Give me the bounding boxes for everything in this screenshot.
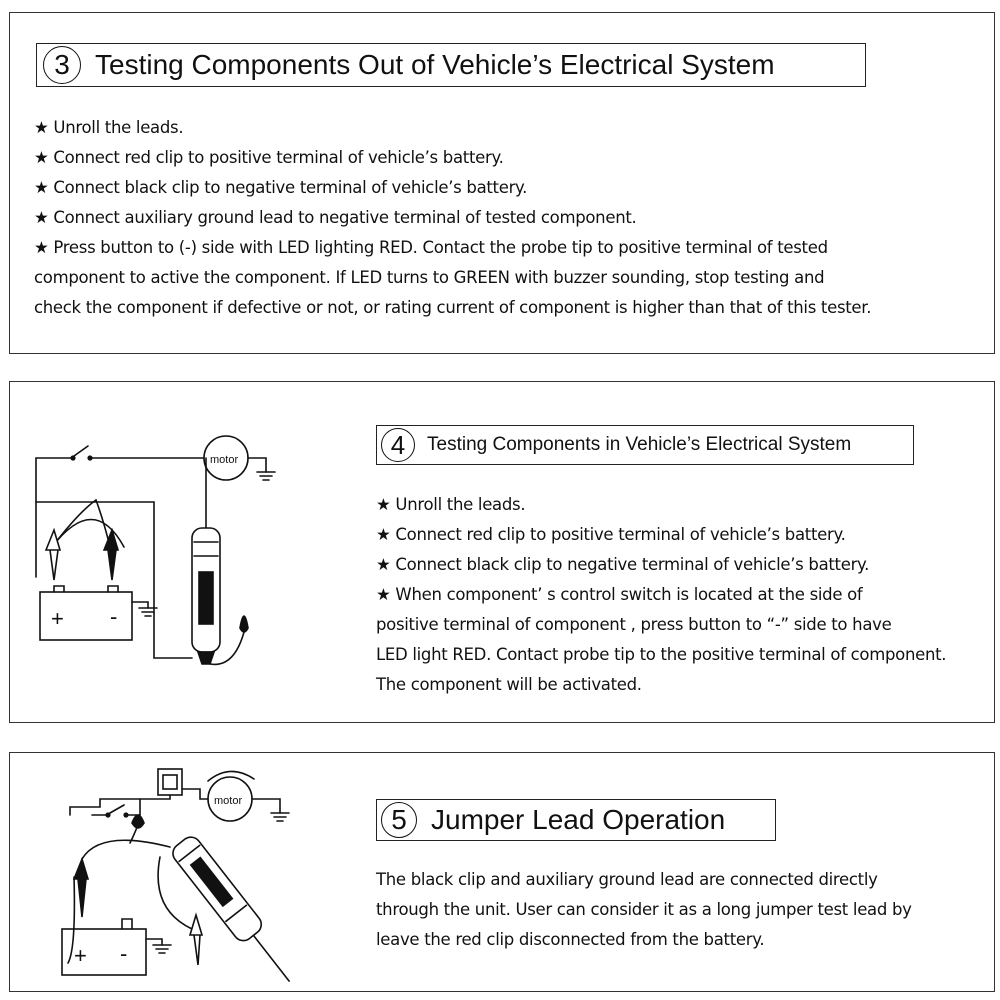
section-5-title: Jumper Lead Operation (431, 804, 726, 835)
aux-clip (188, 912, 204, 966)
instruction-line: ★ When component’ s control switch is lo… (376, 585, 863, 604)
wire-top (69, 794, 171, 816)
circuit-diagram-in-vehicle: motor + - (24, 432, 324, 692)
description-line: leave the red clip disconnected from the… (376, 930, 765, 949)
jumper-lead-svg: motor + - (61, 768, 290, 982)
instruction-line: The component will be activated. (376, 675, 642, 694)
instruction-line: ★ Connect black clip to negative termina… (34, 178, 528, 197)
section-5-description: The black clip and auxiliary ground lead… (376, 865, 988, 955)
instruction-line: check the component if defective or not,… (34, 298, 872, 317)
black-clip (102, 527, 120, 581)
aux-lead-wire (157, 856, 193, 930)
tester-cap (196, 651, 216, 665)
clip-wire-cross (51, 518, 125, 548)
battery-terminal-minus (121, 918, 133, 930)
switch-contact (70, 455, 76, 461)
wire-top-left (35, 457, 73, 578)
relay-inner (162, 774, 178, 790)
switch-contact (105, 812, 111, 818)
switch-lever (73, 445, 89, 457)
motor-arc (207, 770, 255, 782)
black-clip (72, 856, 90, 918)
red-clip (44, 527, 62, 581)
wire-relay-motor (181, 788, 209, 800)
section-3-panel: 3 Testing Components Out of Vehicle’s El… (9, 12, 995, 354)
relay-box (157, 768, 183, 796)
description-line: The black clip and auxiliary ground lead… (376, 870, 878, 889)
ground-symbol (152, 944, 172, 954)
instruction-line: ★ Connect auxiliary ground lead to negat… (34, 208, 637, 227)
instruction-line: ★ Unroll the leads. (376, 495, 526, 514)
instruction-line: ★ Unroll the leads. (34, 118, 184, 137)
instruction-line: ★ Connect red clip to positive terminal … (376, 525, 846, 544)
black-lead-wire (81, 839, 171, 860)
wire-switch-right (125, 798, 141, 816)
battery-ground-wire (131, 601, 149, 609)
section-5-title-box: 5 Jumper Lead Operation (376, 799, 776, 841)
aux-ground-wire (209, 631, 245, 666)
switch-lever (109, 804, 125, 814)
section-3-number: 3 (43, 46, 81, 84)
instruction-line: ★ Press button to (-) side with LED ligh… (34, 238, 828, 257)
motor-ground-wire (251, 798, 281, 814)
battery-terminal-minus (107, 585, 119, 593)
section-3-instructions: ★ Unroll the leads. ★ Connect red clip t… (34, 113, 984, 323)
battery-body (39, 591, 133, 641)
lower-lead-wire (67, 876, 76, 964)
wire-left-lead (35, 501, 193, 659)
aux-ground-clip (239, 615, 249, 633)
battery-terminal-plus (53, 585, 65, 593)
tester-window (198, 571, 214, 625)
instruction-line: component to active the component. If LE… (34, 268, 825, 287)
motor-label: motor (214, 795, 242, 807)
instruction-line: ★ Connect red clip to positive terminal … (34, 148, 504, 167)
circuit-diagram-svg: motor + - (35, 435, 276, 666)
section-3-title: Testing Components Out of Vehicle’s Elec… (95, 49, 775, 80)
section-5-number: 5 (381, 802, 417, 838)
description-line: through the unit. User can consider it a… (376, 900, 912, 919)
tester-grip (193, 541, 219, 557)
motor-label: motor (210, 454, 238, 466)
section-5-panel: motor + - 5 Jumper Lead Operation The bl… (9, 752, 995, 992)
motor-ground-wire (247, 457, 267, 473)
ground-symbol (138, 607, 158, 617)
battery-ground-wire (145, 938, 163, 946)
probe-tip (252, 934, 290, 982)
section-4-panel: motor + - 4 Testing Components in Vehicl… (9, 381, 995, 723)
red-clip-inline (131, 814, 145, 829)
instruction-line: LED light RED. Contact probe tip to the … (376, 645, 947, 664)
section-4-title: Testing Components in Vehicle’s Electric… (427, 434, 852, 455)
tester-grip (178, 844, 248, 923)
section-4-number: 4 (381, 428, 415, 462)
battery-body (61, 928, 147, 976)
section-3-title-box: 3 Testing Components Out of Vehicle’s El… (36, 43, 866, 87)
battery-plus-label: + (51, 606, 64, 631)
instruction-line: positive terminal of component , press b… (376, 615, 892, 634)
section-4-title-box: 4 Testing Components in Vehicle’s Electr… (376, 425, 914, 465)
ground-symbol (256, 471, 276, 481)
battery-minus-label: - (120, 941, 127, 966)
jumper-lead-diagram: motor + - (40, 759, 330, 991)
instruction-line: ★ Connect black clip to negative termina… (376, 555, 870, 574)
ground-symbol (270, 812, 290, 822)
section-4-instructions: ★ Unroll the leads. ★ Connect red clip t… (376, 490, 988, 700)
tester-window (189, 856, 234, 908)
battery-minus-label: - (110, 604, 117, 629)
battery-plus-label: + (74, 943, 87, 968)
